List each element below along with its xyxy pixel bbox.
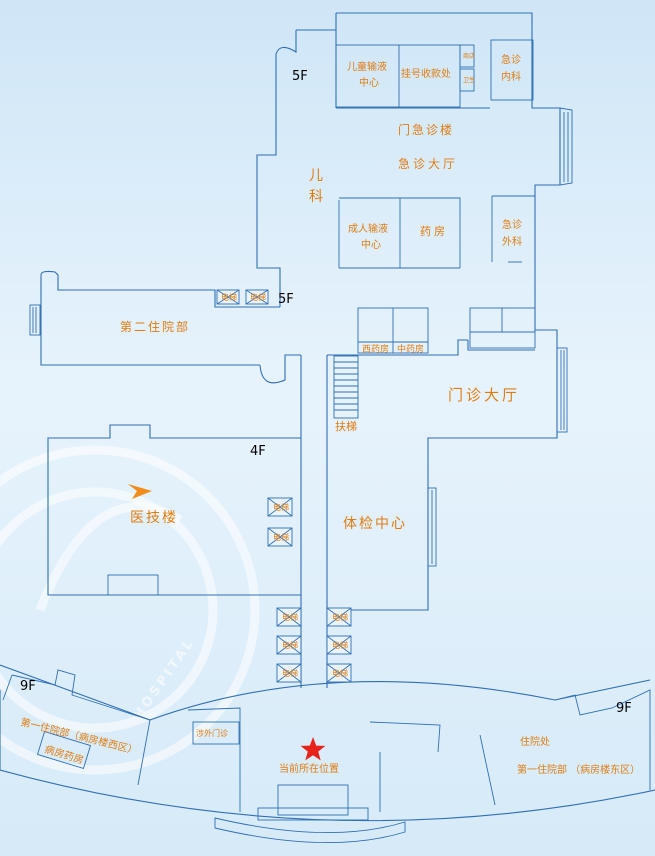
svg-text:电梯: 电梯 <box>273 532 289 542</box>
svg-text:电梯: 电梯 <box>332 612 348 622</box>
direction-arrow-icon <box>128 484 152 499</box>
you-are-here-marker: 当前所在位置 <box>279 737 339 775</box>
elevator[interactable]: 电梯 <box>276 607 302 627</box>
you-are-here-label: 当前所在位置 <box>279 762 339 775</box>
building-label-medical-tech[interactable]: 医技楼 <box>130 510 178 526</box>
room-label-chinese-pharmacy[interactable]: 中药房 <box>397 343 424 355</box>
elevator[interactable]: 电梯 <box>216 289 240 305</box>
star-icon <box>300 737 326 761</box>
room-label-adult-infusion[interactable]: 成人输液 <box>348 222 388 235</box>
svg-text:电梯: 电梯 <box>282 640 298 650</box>
svg-text:电梯: 电梯 <box>273 502 289 512</box>
room-label-health-check[interactable]: 体检中心 <box>343 516 407 532</box>
elevator[interactable]: 电梯 <box>326 607 352 627</box>
room-label-emergency-surgery[interactable]: 急诊 <box>502 218 522 231</box>
room-labels: 儿童输液 中心 挂号收款处 商店 卫生 急诊 内科 门急诊楼 急诊大厅 儿 科 … <box>19 52 640 776</box>
room-label-foreign-clinic[interactable]: 涉外门诊 <box>196 728 228 738</box>
room-label-small-b: 卫生 <box>463 76 475 84</box>
floor-label: 5F <box>278 292 294 307</box>
second-inpatient-building <box>29 270 301 384</box>
floor-label: 9F <box>20 679 36 694</box>
room-label-small-a: 商店 <box>463 52 475 60</box>
south-curved-building <box>0 664 655 843</box>
room-label-pediatrics-2: 科 <box>309 189 323 205</box>
elevator[interactable]: 电梯 <box>276 635 302 655</box>
medical-tech-building <box>47 424 328 610</box>
svg-text:电梯: 电梯 <box>332 668 348 678</box>
room-label-inpatient-office[interactable]: 住院处 <box>520 735 550 748</box>
room-label-emergency-internal[interactable]: 急诊 <box>501 53 521 66</box>
elevator[interactable]: 电梯 <box>267 527 293 547</box>
south-corridor <box>300 595 328 688</box>
room-label-emergency-surgery-2: 外科 <box>502 235 522 248</box>
elevator[interactable]: 电梯 <box>276 663 302 683</box>
outpatient-emergency-building <box>256 12 573 307</box>
floor-label: 9F <box>616 701 632 716</box>
building-label-first-inpatient-east[interactable]: 第一住院部 （病房楼东区） <box>517 763 640 776</box>
room-label-outpatient-hall[interactable]: 门诊大厅 <box>448 386 520 404</box>
room-label-emergency-hall[interactable]: 急诊大厅 <box>398 156 458 171</box>
elevator[interactable]: 电梯 <box>245 289 269 305</box>
room-label-child-infusion[interactable]: 儿童输液 <box>347 60 387 73</box>
svg-text:电梯: 电梯 <box>282 668 298 678</box>
building-label-outpatient-emergency: 门急诊楼 <box>398 122 454 137</box>
svg-text:电梯: 电梯 <box>221 292 237 302</box>
room-label-escalator[interactable]: 扶梯 <box>335 419 357 433</box>
room-label-pediatrics[interactable]: 儿 <box>309 168 323 184</box>
room-label-child-infusion-2: 中心 <box>359 76 379 89</box>
building-label-second-inpatient[interactable]: 第二住院部 <box>120 319 190 334</box>
room-label-pharmacy[interactable]: 药房 <box>420 225 448 238</box>
floor-label: 4F <box>250 444 266 459</box>
outpatient-hall-block <box>300 305 568 611</box>
room-label-emergency-internal-2: 内科 <box>501 70 521 83</box>
room-label-adult-infusion-2: 中心 <box>361 238 381 251</box>
svg-text:电梯: 电梯 <box>250 292 266 302</box>
svg-text:电梯: 电梯 <box>282 612 298 622</box>
svg-text:电梯: 电梯 <box>332 640 348 650</box>
room-label-western-pharmacy[interactable]: 西药房 <box>362 343 389 355</box>
escalator-steps <box>334 361 358 411</box>
elevator[interactable]: 电梯 <box>326 663 352 683</box>
elevators: 电梯 电梯 电梯 电梯 电梯 电梯 电梯 电梯 电梯 电梯 <box>216 289 352 683</box>
elevator[interactable]: 电梯 <box>326 635 352 655</box>
floor-label: 5F <box>292 69 308 84</box>
elevator[interactable]: 电梯 <box>267 497 293 517</box>
room-label-registration[interactable]: 挂号收款处 <box>401 67 451 80</box>
